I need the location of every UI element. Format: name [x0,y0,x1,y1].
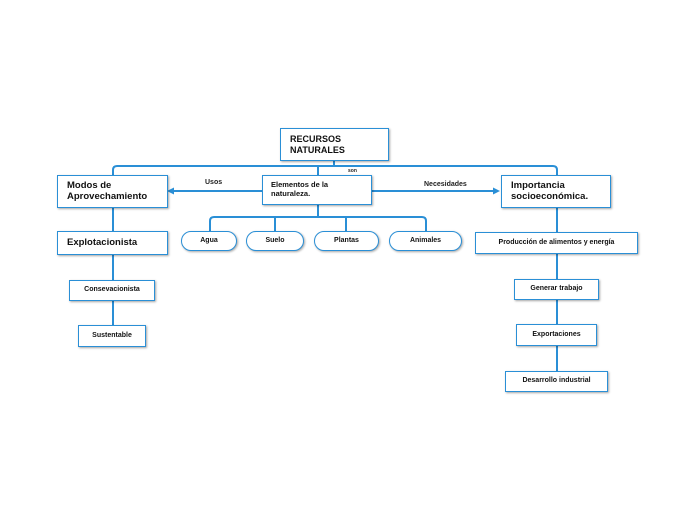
arrowhead-necesidades [493,187,500,195]
center-label: Elementos de la naturaleza. [271,180,329,198]
element-label: Animales [409,236,442,244]
left-title-node[interactable]: Modos de Aprovechamiento [57,175,168,208]
right-chain-label: Desarrollo industrial [522,377,591,385]
root-label: RECURSOS NATURALES [290,134,345,155]
connector-usos-label: Usos [205,179,223,186]
element-node-agua[interactable]: Agua [181,231,237,251]
element-label: Suelo [265,236,285,244]
element-label: Plantas [334,236,359,244]
connector-son-label: son [348,168,357,174]
center-node[interactable]: Elementos de la naturaleza. [262,175,372,205]
connector-necesidades-label: Necesidades [424,181,467,188]
right-chain-node[interactable]: Producción de alimentos y energía [475,232,638,254]
left-chain-node[interactable]: Sustentable [78,325,146,347]
right-title-label: Importancia socioeconómica. [511,179,589,202]
root-node[interactable]: RECURSOS NATURALES [280,128,389,161]
element-label: Agua [200,236,218,244]
element-node-animales[interactable]: Animales [389,231,462,251]
left-chain-node[interactable]: Consevacionista [69,280,155,301]
right-chain-node[interactable]: Generar trabajo [514,279,599,300]
left-chain-node[interactable]: Explotacionista [57,231,168,255]
right-chain-node[interactable]: Desarrollo industrial [505,371,608,392]
arrowhead-usos [167,187,174,195]
right-chain-label: Exportaciones [532,330,581,338]
element-node-plantas[interactable]: Plantas [314,231,379,251]
right-chain-label: Producción de alimentos y energía [498,238,615,246]
link-center-elements [209,216,427,231]
left-chain-label: Sustentable [92,331,132,339]
right-title-node[interactable]: Importancia socioeconómica. [501,175,611,208]
left-chain-label: Explotacionista [67,236,138,248]
right-chain-node[interactable]: Exportaciones [516,324,597,346]
left-title-label: Modos de Aprovechamiento [67,179,148,202]
left-chain-label: Consevacionista [84,286,140,294]
link-top-bar [112,165,558,176]
right-chain-label: Generar trabajo [530,285,583,293]
element-node-suelo[interactable]: Suelo [246,231,304,251]
